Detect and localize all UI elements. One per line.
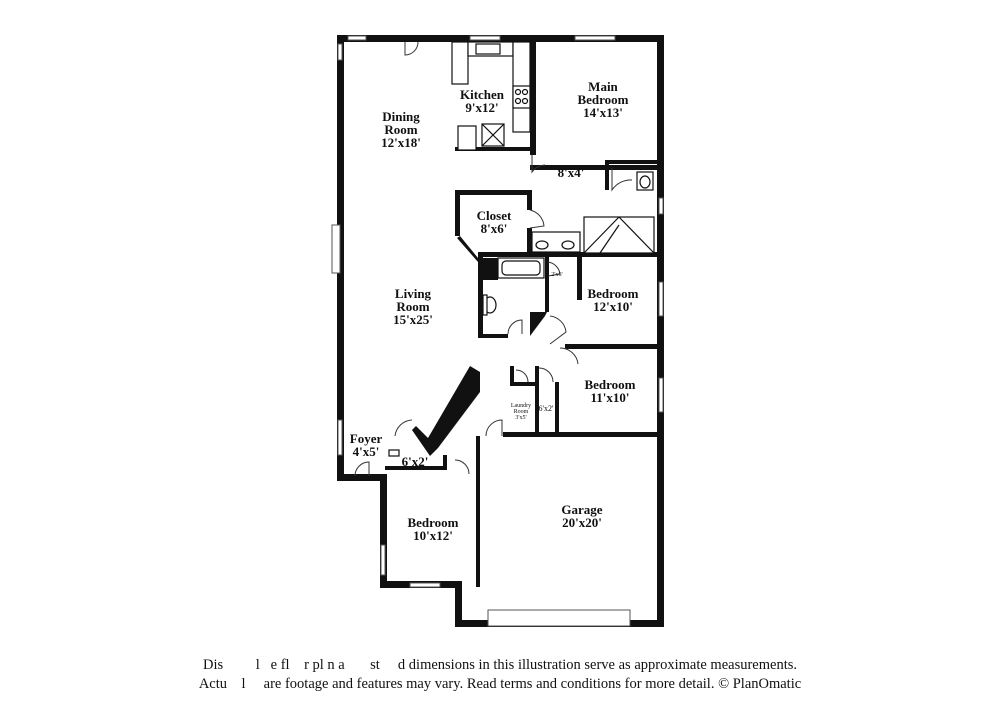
- doors: [354, 41, 633, 477]
- room-dim: 8'x4': [557, 165, 585, 180]
- floor-plan: [331, 35, 664, 627]
- interior-walls: [385, 35, 660, 587]
- room-name: Dining: [382, 109, 420, 124]
- label-kitchen: Kitchen 9'x12': [460, 88, 504, 114]
- label-living-room: Living Room 15'x25': [393, 287, 433, 326]
- room-name: Room: [396, 299, 430, 314]
- label-laundry-room: Laundry Room 3'x5': [511, 403, 531, 421]
- windows: [331, 35, 664, 627]
- room-dim: 8'x6': [480, 221, 508, 236]
- room-name: Foyer: [349, 431, 383, 446]
- label-closet: Closet 8'x6': [477, 209, 512, 235]
- label-foyer: Foyer 4'x5': [350, 432, 382, 458]
- room-dim: 10'x12': [413, 528, 453, 543]
- room-name: Bedroom: [587, 286, 639, 301]
- room-dim: 11'x10': [590, 390, 630, 405]
- room-name: Bedroom: [584, 377, 636, 392]
- room-dim: 2'x6': [551, 272, 563, 278]
- room-name: Bedroom: [577, 92, 629, 107]
- room-dim: 9'x12': [465, 100, 499, 115]
- bath-fixtures: [482, 171, 655, 316]
- room-name: Garage: [561, 502, 603, 517]
- room-name: Bedroom: [407, 515, 459, 530]
- room-name: Room: [384, 122, 418, 137]
- room-dim: 6'x2': [538, 404, 554, 413]
- kitchen-fixtures: [451, 41, 531, 151]
- label-bedroom-3: Bedroom 11'x10': [584, 378, 635, 404]
- label-hall-main: 8'x4': [558, 166, 585, 179]
- label-main-bedroom: Main Bedroom 14'x13': [577, 80, 628, 119]
- label-bedroom-2: Bedroom 12'x10': [587, 287, 638, 313]
- label-dining-room: Dining Room 12'x18': [381, 110, 421, 149]
- room-dim: 15'x25': [393, 312, 433, 327]
- room-name: Laundry: [510, 403, 532, 409]
- disclaimer-line-2: Actu l are footage and features may vary…: [198, 676, 802, 692]
- label-bath-small: 2'x6': [551, 272, 562, 278]
- room-name: Living: [394, 286, 432, 301]
- room-dim: 14'x13': [583, 105, 623, 120]
- room-dim: 6'x2': [401, 454, 429, 469]
- room-dim: 12'x10': [593, 299, 633, 314]
- label-hall-closet: 6'x2': [402, 455, 429, 468]
- label-garage: Garage 20'x20': [561, 503, 602, 529]
- room-dim: 20'x20': [562, 515, 602, 530]
- disclaimer: Dis l e fl r pl n a st d dimensions in t…: [0, 656, 1000, 694]
- room-dim: 12'x18': [381, 135, 421, 150]
- room-dim: 3'x5': [515, 415, 527, 421]
- room-name: Room: [513, 409, 529, 415]
- room-dim: 4'x5': [352, 444, 380, 459]
- label-closet-small: 6'x2': [539, 405, 554, 413]
- disclaimer-line-1: Dis l e fl r pl n a st d dimensions in t…: [202, 657, 797, 673]
- label-bedroom-4: Bedroom 10'x12': [407, 516, 458, 542]
- room-name: Closet: [476, 208, 512, 223]
- room-name: Main: [588, 79, 618, 94]
- room-name: Kitchen: [459, 87, 505, 102]
